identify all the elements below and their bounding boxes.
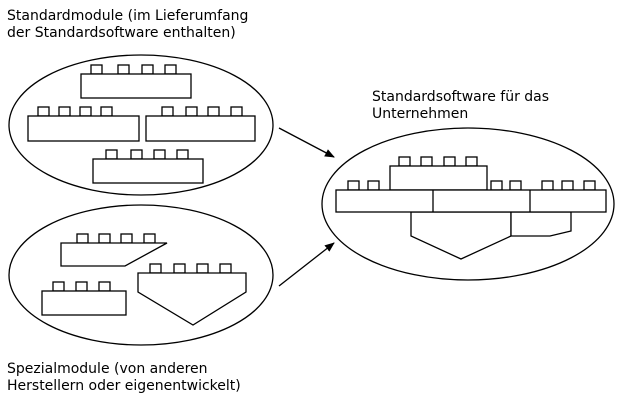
standard-modules-label-line-1: Standardmodule (im Lieferumfang [7,8,249,24]
standard-modules-ellipse [8,54,274,196]
special-modules-label: Spezialmodule (von anderen Herstellern o… [7,361,241,395]
standard-modules-label: Standardmodule (im Lieferumfang der Stan… [7,8,248,42]
target-software-label: Standardsoftware für das Unternehmen [372,89,549,123]
special-modules-group [8,204,274,346]
standard-module-top [80,64,192,99]
standard-module-bottom [92,149,204,184]
target-module-top [389,156,488,191]
standard-module-left [27,106,140,142]
target-software-label-line-1: Standardsoftware für das [372,89,550,105]
standard-modules-group [8,54,274,196]
standard-module-right [145,106,256,142]
special-modules-label-line-1: Spezialmodule (von anderen [7,361,208,377]
standard-modules-label-line-2: der Standardsoftware enthalten) [7,25,236,41]
arrow-special-to-target [278,242,335,287]
arrow-standard-to-target [278,127,335,158]
target-software-group [321,127,615,281]
special-module-pentagon [137,263,247,326]
target-module-studs-right [541,180,596,191]
special-module-box [41,281,127,316]
target-software-label-line-2: Unternehmen [372,106,469,122]
special-module-slanted [60,233,168,267]
special-modules-label-line-2: Herstellern oder eigenentwickelt) [7,378,241,394]
target-module-base [335,189,607,260]
